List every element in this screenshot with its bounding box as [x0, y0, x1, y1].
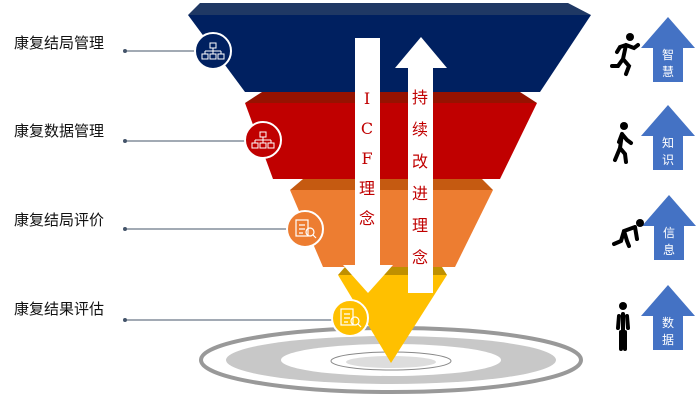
improvement-up-arrow: [395, 37, 447, 293]
funnel-layer-2: [245, 92, 537, 179]
icf-down-arrow: [343, 38, 393, 293]
document-search-icon: [286, 210, 324, 248]
funnel-layer-1: [188, 3, 591, 92]
standing-person-icon: [616, 302, 630, 351]
org-chart-icon: [244, 121, 282, 159]
stage-label-wisdom: 智慧: [661, 48, 674, 79]
org-chart-icon: [194, 32, 232, 70]
stage-label-information: 信息: [662, 226, 675, 257]
level-label: 康复数据管理: [14, 122, 105, 140]
stage-label-data: 数据: [661, 316, 674, 347]
level-label: 康复结果评估: [14, 300, 105, 318]
continuous-improvement-text: 持续改进理念: [411, 88, 428, 267]
funnel-layer-3: [290, 179, 493, 267]
connector-lines: [123, 49, 332, 322]
walking-person-icon: [613, 122, 633, 164]
level-label: 康复结局管理: [14, 34, 105, 52]
crouching-person-icon: [612, 219, 644, 248]
stage-label-knowledge: 知识: [661, 136, 674, 167]
document-search-icon: [331, 299, 369, 337]
stage-arrows: [641, 17, 696, 350]
running-person-icon: [610, 33, 640, 76]
level-label: 康复结局评价: [14, 211, 105, 229]
